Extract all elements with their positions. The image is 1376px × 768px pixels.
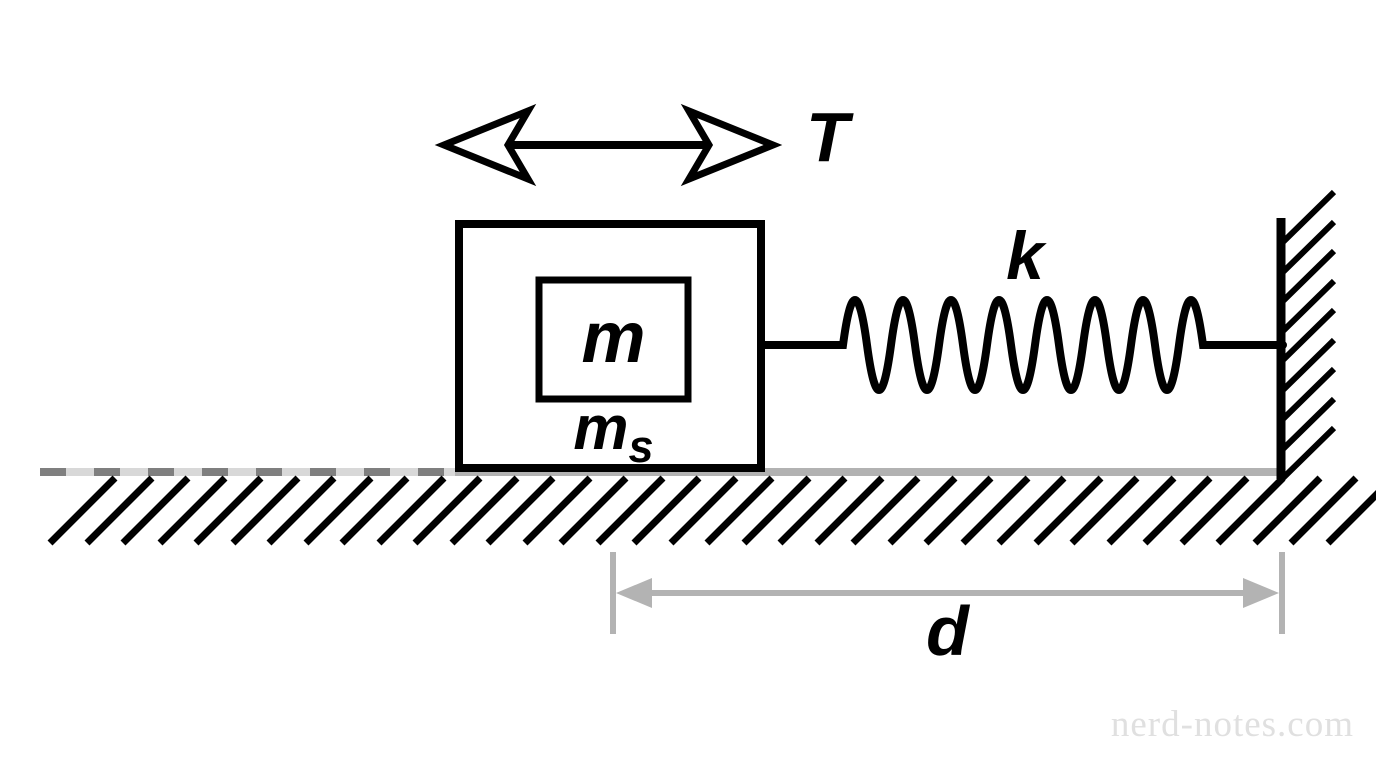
system-mass-subscript: s bbox=[628, 421, 654, 472]
dimension-d bbox=[610, 552, 1285, 634]
dimension-arrowhead-right bbox=[1243, 578, 1279, 608]
system-mass-label: ms bbox=[539, 398, 688, 472]
inner-block bbox=[535, 276, 692, 403]
period-arrow bbox=[434, 103, 783, 187]
watermark: nerd-notes.com bbox=[1110, 704, 1354, 745]
inner-mass-label: m bbox=[581, 297, 646, 378]
period-arrowhead-left bbox=[434, 103, 537, 187]
period-label: T bbox=[806, 98, 849, 176]
dimension-arrowhead-left bbox=[616, 578, 652, 608]
ground-hatching bbox=[47, 475, 1376, 546]
spring-coil bbox=[759, 296, 1287, 394]
spring-constant-label: k bbox=[1006, 218, 1044, 294]
distance-label: d bbox=[926, 592, 969, 670]
system-mass-base: m bbox=[573, 394, 629, 463]
period-arrowhead-right bbox=[680, 103, 783, 187]
wall bbox=[1276, 189, 1337, 482]
wall-hatching bbox=[1279, 189, 1337, 482]
